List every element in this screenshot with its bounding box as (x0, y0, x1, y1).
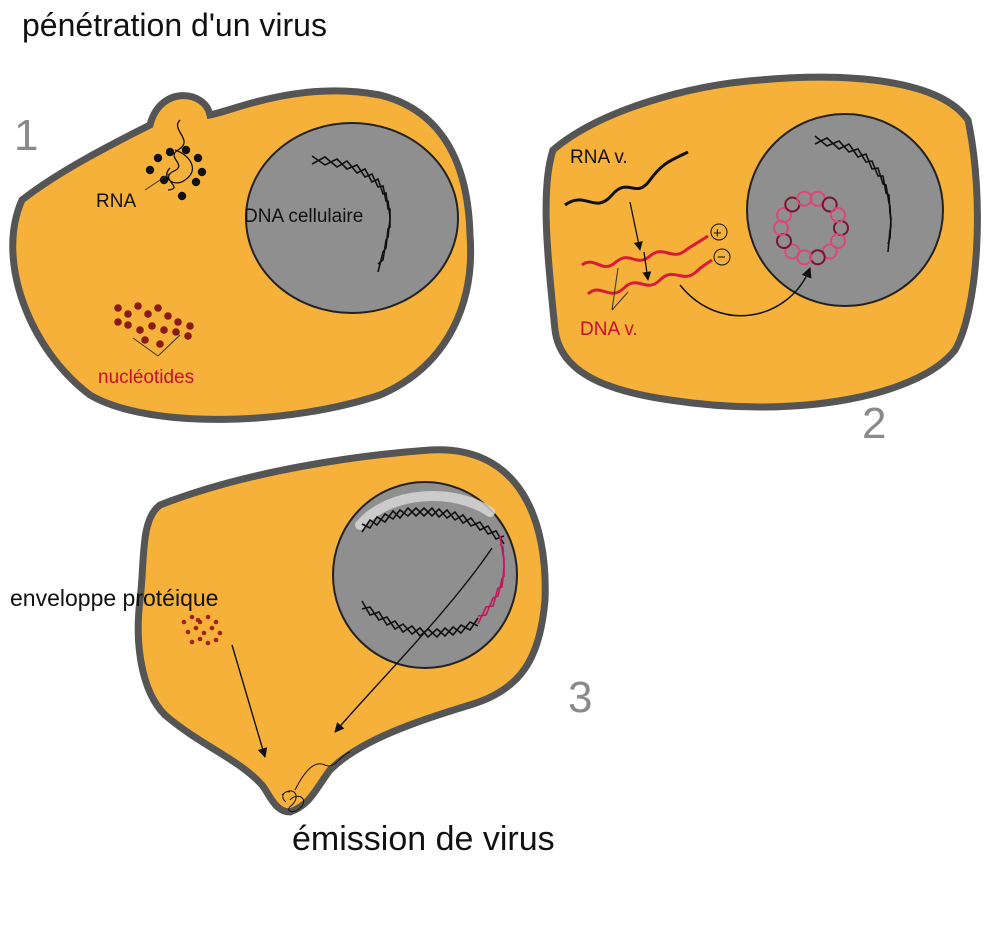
capsid-particle (189, 639, 195, 645)
viral-particle (153, 153, 163, 163)
capsid-particle (217, 630, 223, 636)
label-nucleotides: nucléotides (98, 367, 194, 388)
rna-pointer (144, 171, 173, 191)
label-rna-v: RNA v. (570, 147, 628, 168)
cell-1-viral-rna-tangle (166, 119, 194, 191)
host-dna-strand (814, 135, 892, 253)
capsid-particle (195, 617, 201, 623)
cell-3-nucleus (332, 481, 518, 669)
capsid-particle (185, 629, 191, 635)
minus-symbol (713, 248, 731, 266)
host-dna-strand-lower (361, 600, 479, 639)
nucleotide (114, 318, 122, 326)
capsid-particle (213, 637, 219, 643)
capsid-particle (201, 630, 207, 636)
nucleotide (148, 322, 156, 330)
nucleotide (164, 312, 172, 320)
viral-particle (159, 175, 169, 185)
capsid-particle (197, 636, 203, 642)
cell-3-budding-virus (281, 790, 305, 812)
cell-1-viral-particles (145, 145, 207, 201)
dna-v-pointer (611, 267, 619, 311)
cell-1-host-dna (311, 155, 391, 273)
nucleotide (124, 310, 132, 318)
cell-3: enveloppe protéique émission de virus 3 (10, 446, 592, 858)
nucleotide (124, 321, 132, 329)
cell-2-second-strand-arrow (642, 251, 652, 281)
capsid-particle (209, 625, 215, 631)
nucleotide (156, 340, 164, 348)
viral-dna-ring-loop (776, 207, 792, 223)
viral-particle (165, 147, 175, 157)
step-number-1: 1 (14, 111, 38, 160)
nucleotide (172, 328, 180, 336)
viral-particle (177, 191, 187, 201)
nucleotide (141, 336, 149, 344)
cell-3-host-dna-with-provirus (361, 506, 505, 639)
cell-3-new-rna (294, 751, 351, 791)
nucleotides-pointer (132, 337, 159, 357)
cell-2: + − RNA v. DNA v. 2 (542, 73, 981, 448)
label-enveloppe-proteique: enveloppe protéique (10, 585, 218, 611)
plus-symbol (710, 223, 728, 241)
nucleotides-pointer (157, 334, 181, 357)
cell-2-integrated-viral-dna (773, 190, 849, 266)
plus-label: + (713, 225, 722, 242)
diagram-title: pénétration d'un virus (22, 7, 327, 43)
cell-3-protein-envelope-particles (181, 614, 223, 646)
viral-dna-ring-loop (821, 196, 838, 213)
viral-dna-ring-loop (830, 233, 846, 249)
cell-2-host-dna (814, 135, 892, 253)
capsid-particle (189, 614, 195, 620)
nucleotide (160, 326, 168, 334)
nucleotide (136, 326, 144, 334)
capsid-particle (205, 640, 211, 646)
nucleotide (154, 304, 162, 312)
label-emission-de-virus: émission de virus (292, 820, 555, 858)
nucleotide (134, 302, 142, 310)
cell-1-nucleus (245, 122, 459, 314)
nucleotide (184, 332, 192, 340)
cell-2-nucleus (746, 113, 944, 307)
nucleotide (144, 310, 152, 318)
viral-particle (197, 167, 207, 177)
cell-2-viral-dna-plus (581, 234, 709, 269)
cell-2-viral-rna (564, 150, 689, 207)
viral-particle (145, 165, 155, 175)
cell-3-nuclear-halo (355, 491, 495, 530)
label-dna-cellulaire: DNA cellulaire (244, 206, 363, 227)
nucleotide (174, 318, 182, 326)
nucleotide (114, 304, 122, 312)
viral-particle (191, 177, 201, 187)
capsid-particle (205, 614, 211, 620)
cell-1-nucleotides (114, 302, 194, 348)
host-dna-strand-upper (361, 506, 505, 545)
step-number-3: 3 (568, 673, 592, 722)
cell-2-transcription-arrow (629, 201, 643, 251)
capsid-particle (193, 625, 199, 631)
cell-2-viral-dna-minus (586, 258, 713, 296)
viral-particle (193, 153, 203, 163)
cell-2-integration-arrow (679, 267, 812, 317)
capsid-particle (213, 619, 219, 625)
dna-v-pointer (611, 291, 629, 311)
step-number-2: 2 (862, 399, 886, 448)
viral-particle (181, 145, 191, 155)
cell-1: RNA DNA cellulaire nucléotides 1 (9, 87, 475, 423)
viral-dna-ring-loop (830, 207, 846, 223)
label-rna: RNA (96, 191, 136, 212)
host-dna-strand (311, 155, 391, 273)
cell-3-transcription-arrow (334, 547, 493, 733)
label-dna-v: DNA v. (580, 319, 638, 340)
provirus-segment (477, 535, 505, 625)
capsid-particle (181, 619, 187, 625)
nucleotide (186, 322, 194, 330)
minus-label: − (717, 249, 726, 266)
cell-3-envelope-arrow (231, 644, 268, 758)
viral-dna-ring-loop (784, 243, 801, 260)
